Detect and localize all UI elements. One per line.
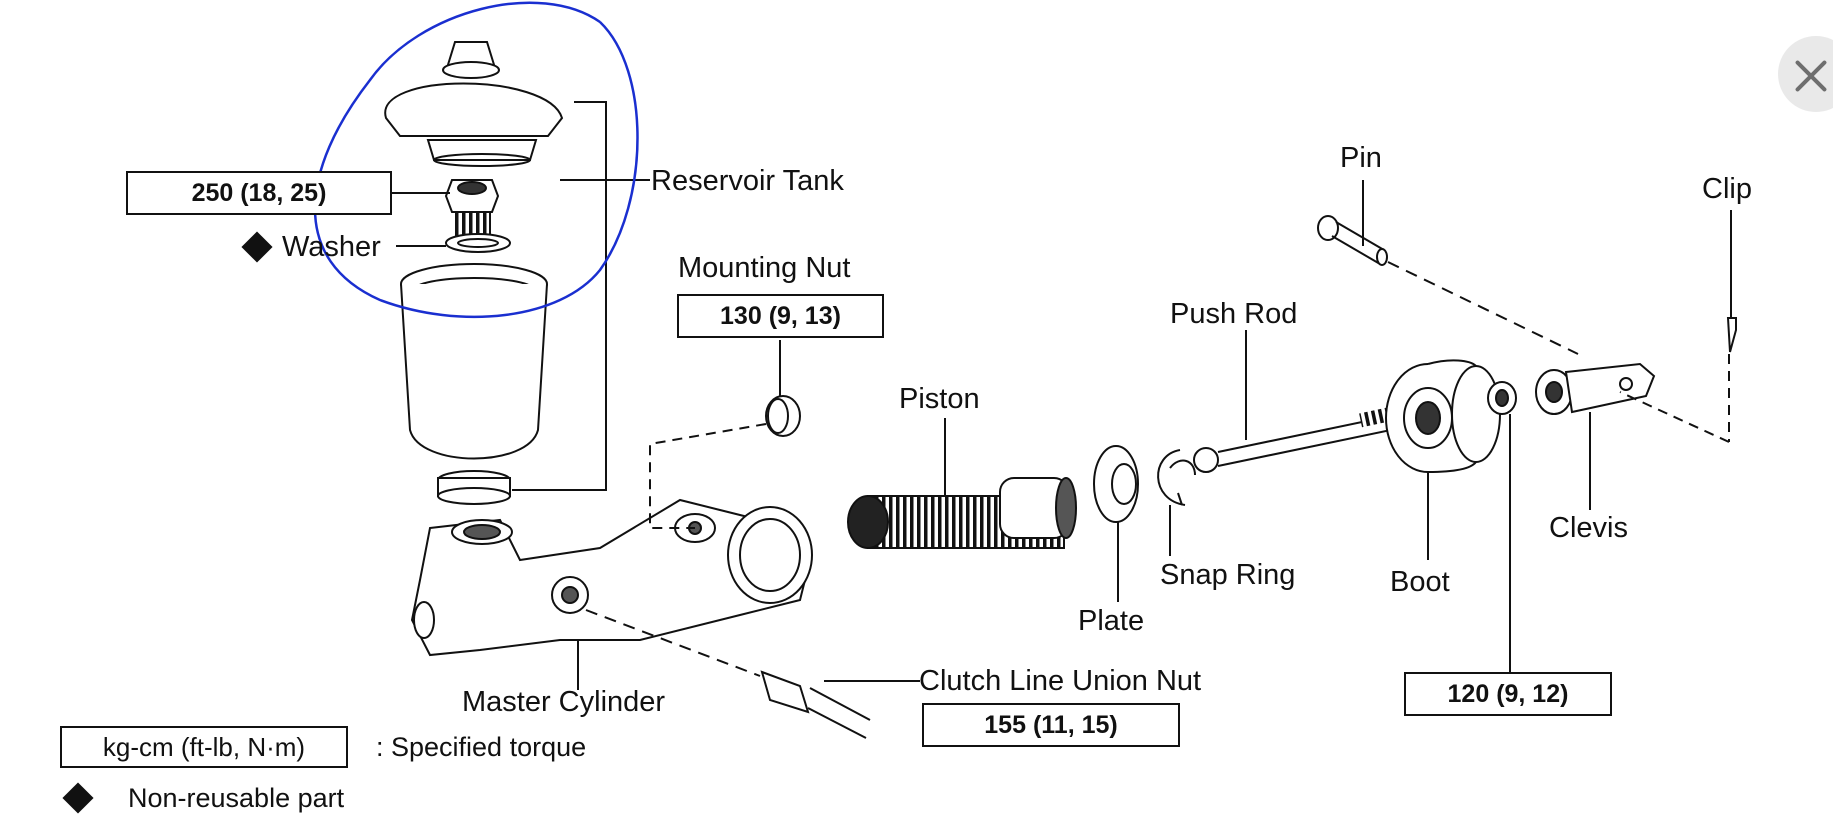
label-master-cylinder: Master Cylinder [462,686,666,718]
label-push-rod: Push Rod [1170,298,1298,330]
master-cylinder [410,498,813,657]
mounting-nut [649,340,801,529]
clip [1619,210,1737,443]
piston [847,418,1077,549]
label-pin: Pin [1340,142,1382,174]
label-washer: Washer [282,231,381,263]
torque-box-clevis-nut: 120 (9, 12) [1404,672,1612,716]
reservoir-bolt [444,179,511,253]
torque-box-reservoir: 250 (18, 25) [126,171,392,215]
label-boot: Boot [1390,566,1450,598]
label-snap-ring: Snap Ring [1160,559,1296,591]
torque-box-mounting-nut: 130 (9, 13) [677,294,884,338]
clutch-line [585,609,920,739]
clevis [1535,362,1656,510]
reservoir-cap [384,41,564,167]
annotation-circle [313,1,639,319]
pin [1317,180,1579,355]
label-plate: Plate [1078,605,1145,637]
label-clutch-line-union-nut: Clutch Line Union Nut [919,665,1202,697]
label-piston: Piston [899,383,980,415]
push-rod [1193,330,1413,473]
label-clip: Clip [1702,173,1752,205]
legend-unit-description: : Specified torque [376,732,587,762]
snap-ring [1157,449,1196,556]
clevis-nut [1487,381,1517,675]
plate [1093,445,1139,602]
label-reservoir-tank: Reservoir Tank [651,165,844,197]
reservoir-body [400,263,548,505]
boot [1385,359,1501,560]
label-mounting-nut: Mounting Nut [678,252,851,284]
legend-nonreusable: Non-reusable part [128,783,345,813]
close-button[interactable] [1778,36,1833,112]
label-clevis: Clevis [1549,512,1628,544]
legend-unit-box: kg-cm (ft-lb, N·m) [60,726,348,768]
torque-box-clutch-line: 155 (11, 15) [922,703,1180,747]
